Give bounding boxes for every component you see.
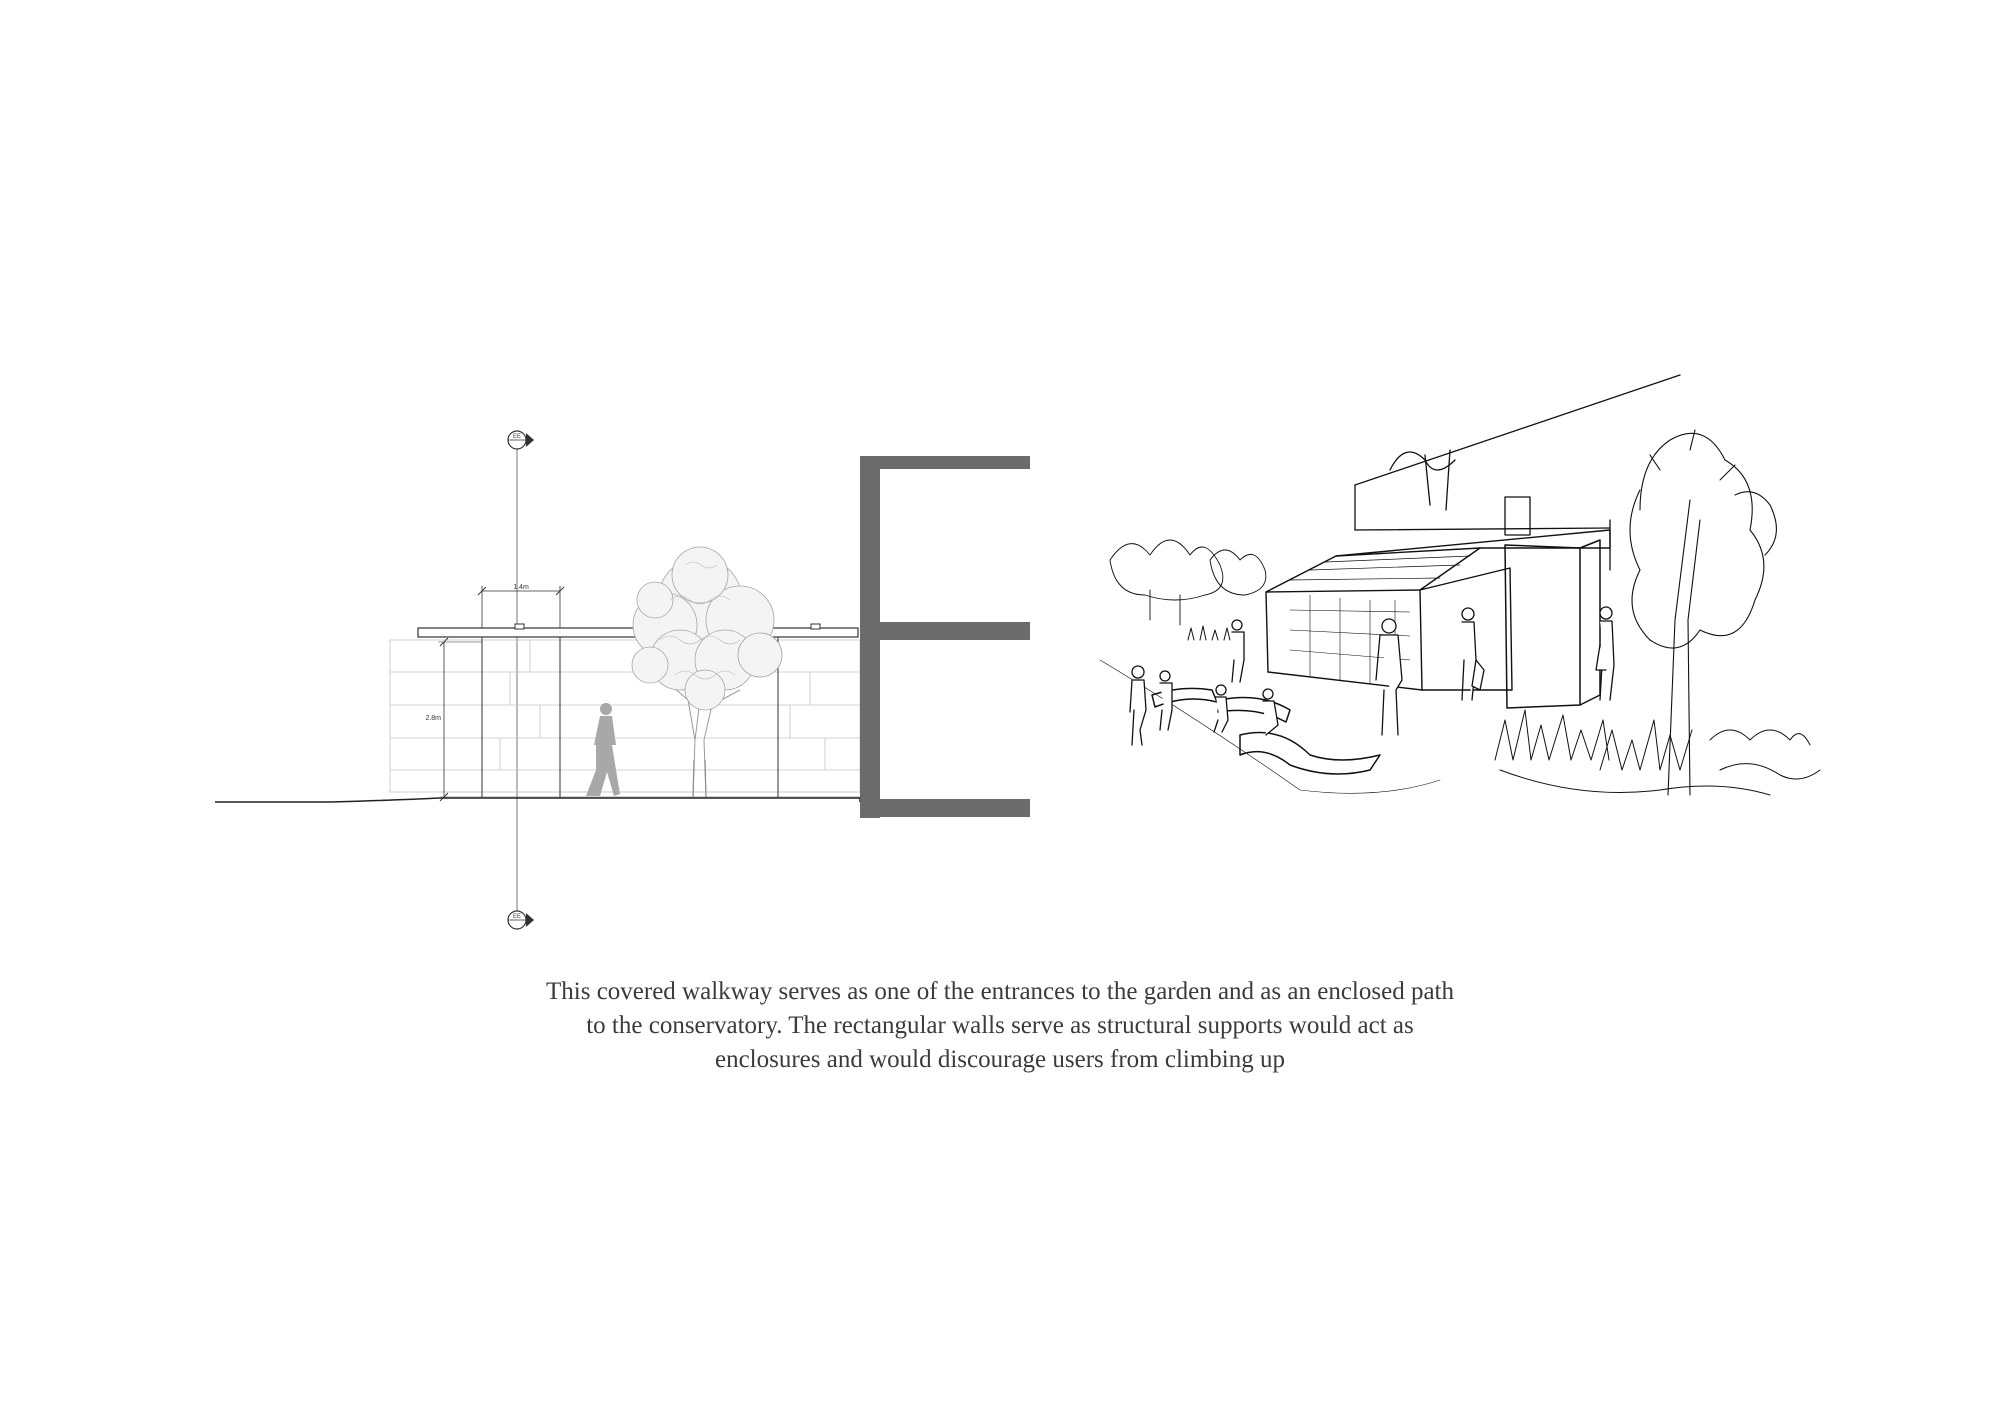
ground-line (215, 797, 861, 803)
caption-line-1: This covered walkway serves as one of th… (546, 978, 1454, 1005)
section-marker-top-label: EE (513, 434, 521, 440)
section-marker-bottom-label: EE (513, 914, 521, 920)
sketch-person (1595, 606, 1615, 701)
sketch-person (1159, 670, 1173, 731)
sketch-background-trees (1109, 539, 1267, 626)
height-dimension-label: 2.8m (425, 715, 441, 722)
caption: This covered walkway serves as one of th… (400, 975, 1600, 1077)
width-dimension: 1.4m (477, 584, 565, 628)
tree-drawing (631, 546, 783, 798)
sketch-building (1354, 374, 1681, 571)
sketch-person (1213, 684, 1229, 733)
width-dimension-label: 1.4m (513, 584, 529, 591)
sketch-conservatory (1265, 529, 1611, 691)
section-marker-top: EE (507, 430, 534, 450)
person-silhouette (586, 703, 620, 796)
background-stone-wall (389, 639, 861, 793)
sketch-person (1461, 607, 1485, 701)
sketch-right-tree (1629, 429, 1777, 796)
perspective-sketch (1099, 374, 1821, 796)
section-cut-line: EE EE (507, 430, 534, 930)
sketch-people (1129, 606, 1615, 746)
conservatory-wall-section (860, 456, 1030, 818)
sketch-person (1375, 618, 1403, 736)
section-marker-bottom: EE (507, 910, 534, 930)
sketch-person-group (1187, 625, 1231, 641)
height-dimension: 2.8m (425, 637, 482, 802)
sketch-person (1231, 619, 1245, 683)
sketch-shrubs (1494, 709, 1821, 796)
sketch-person (1129, 665, 1147, 746)
caption-line-3: enclosures and would discourage users fr… (714, 1046, 1285, 1073)
caption-line-2: to the conservatory. The rectangular wal… (586, 1012, 1414, 1039)
sketch-rectangular-wall (1504, 539, 1601, 709)
sketch-person (1262, 688, 1279, 736)
